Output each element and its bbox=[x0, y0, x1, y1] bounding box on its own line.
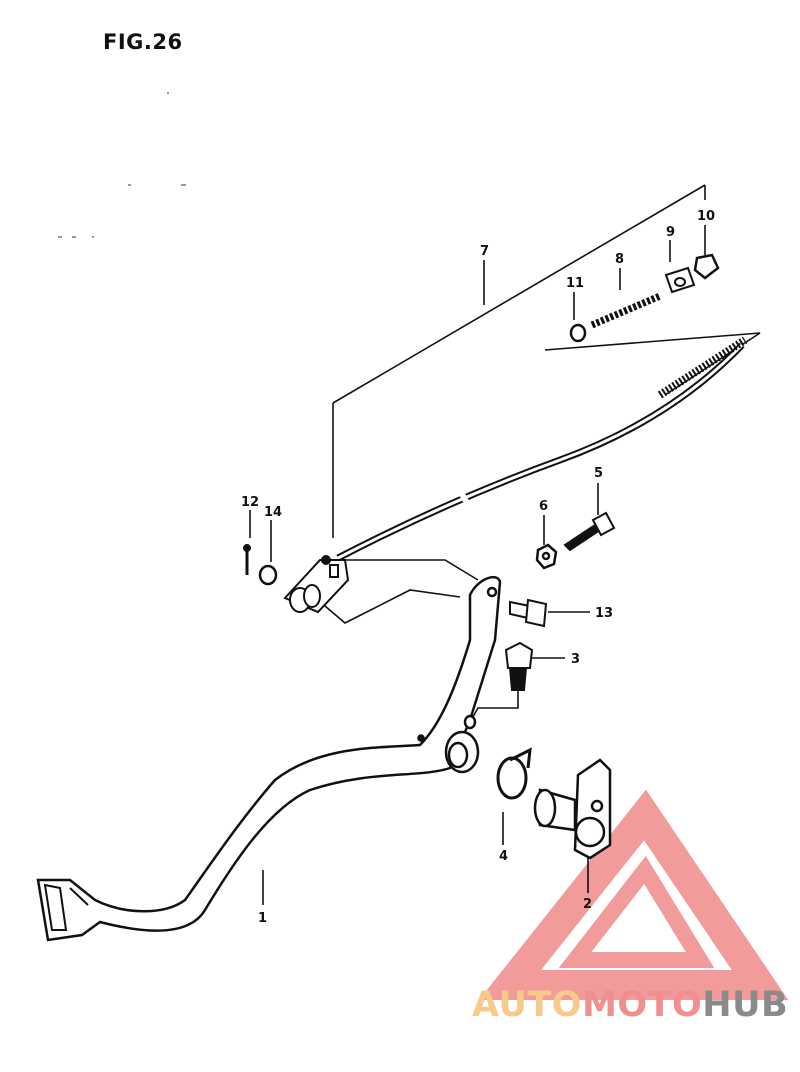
pedal-pivot-boss bbox=[444, 714, 480, 774]
spring bbox=[590, 292, 662, 329]
callout-8: 8 bbox=[615, 252, 624, 267]
rod-clevis bbox=[283, 555, 350, 614]
nut-6 bbox=[535, 543, 558, 570]
cotter-pin bbox=[243, 544, 251, 575]
washer-11 bbox=[569, 323, 587, 343]
watermark-logo-triangle bbox=[478, 789, 789, 1000]
brake-pedal bbox=[36, 575, 502, 942]
callout-14: 14 bbox=[264, 505, 282, 520]
callout-13: 13 bbox=[595, 606, 613, 621]
callout-2: 2 bbox=[583, 897, 592, 912]
bolt-5 bbox=[563, 511, 616, 552]
callout-11: 11 bbox=[566, 276, 584, 291]
brake-rod bbox=[336, 336, 748, 562]
callout-9: 9 bbox=[666, 225, 675, 240]
stray-marks bbox=[58, 92, 186, 238]
bolt-13 bbox=[509, 598, 548, 628]
callout-4: 4 bbox=[499, 849, 508, 864]
watermark-brand-text: AUTOMOTOHUB bbox=[472, 985, 788, 1025]
callout-6: 6 bbox=[539, 499, 548, 514]
callout-7: 7 bbox=[480, 244, 489, 259]
brand-part-moto: MOTO bbox=[582, 985, 703, 1025]
callout-12: 12 bbox=[241, 495, 259, 510]
leader-lines bbox=[249, 184, 761, 905]
brake-shaft bbox=[533, 758, 612, 860]
brand-part-auto: AUTO bbox=[472, 985, 583, 1025]
figure-title: FIG.26 bbox=[103, 30, 183, 54]
washer-14 bbox=[258, 564, 278, 586]
joint-9 bbox=[664, 266, 696, 294]
spring-clip bbox=[496, 747, 532, 800]
brand-part-hub: HUB bbox=[702, 985, 789, 1025]
callout-1: 1 bbox=[258, 911, 267, 926]
bolt-3 bbox=[504, 641, 534, 691]
callout-5: 5 bbox=[594, 466, 603, 481]
callout-3: 3 bbox=[571, 652, 580, 667]
adjusting-nut bbox=[693, 253, 720, 280]
callout-labels: 1 2 3 4 5 6 7 8 9 10 11 12 13 14 bbox=[241, 209, 715, 926]
callout-10: 10 bbox=[697, 209, 715, 224]
